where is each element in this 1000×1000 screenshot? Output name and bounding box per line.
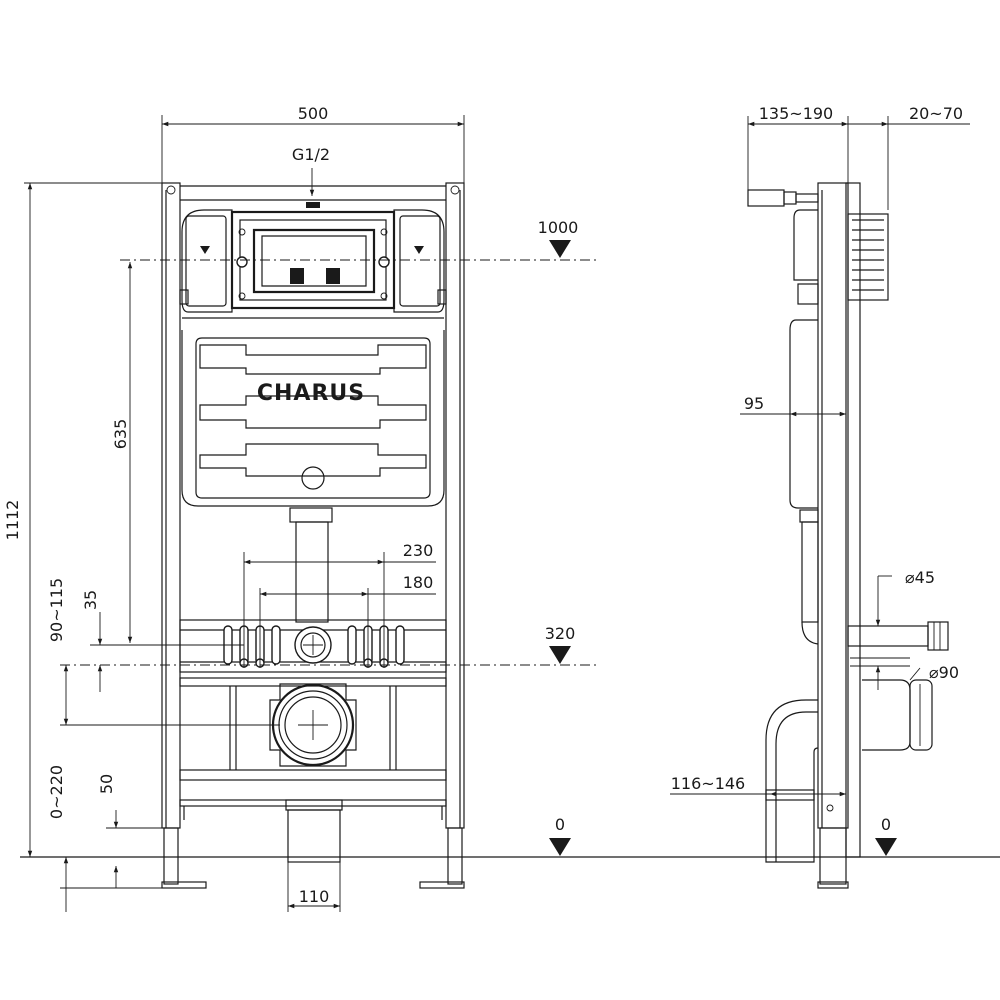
drain-pipe [287,809,341,863]
height-label: 1112 [3,500,22,541]
level-1000: 1000 [120,218,596,261]
leg-adjust-label: 0~220 [47,765,66,819]
side-inlet [747,189,819,207]
drain-elbow [765,699,834,863]
inlet-dia-label: ⌀45 [905,568,935,587]
width-label: 500 [298,104,329,123]
level-320: 320 [60,624,596,666]
cistern-tank: CHARUS [181,330,445,507]
bolt-spacing-inner-label: 180 [403,573,434,592]
wall-range-label: 20~70 [909,104,963,123]
drain-width-label: 110 [299,887,330,906]
right-leg [447,827,463,885]
left-upright [161,182,181,829]
frame [161,182,465,889]
left-foot [161,881,207,889]
outlet-pipe: ⌀90 [850,657,959,751]
side-actuator [847,213,889,301]
inlet-pipe: ⌀45 [847,568,949,651]
flush-pipe [289,507,333,623]
left-bolt-slots [223,625,281,668]
level-0-front: 0 [549,815,571,856]
level-0-side-label: 0 [881,815,891,834]
brand-logo: CHARUS [257,381,365,406]
outlet-dia-label: ⌀90 [929,663,959,682]
level-0-front-label: 0 [555,815,565,834]
right-bolt-slots [347,625,405,668]
width-dimension: 500 [161,104,465,183]
side-leg [819,827,847,885]
frame-depth-dimension: 95 [740,394,846,417]
side-tank [789,209,819,645]
side-view: 135~190 20~70 [670,104,970,889]
left-leg [163,827,179,885]
mounting-bar [179,619,447,673]
tank-outlet [301,466,325,490]
level-1000-label: 1000 [538,218,579,237]
inlet-annotation: G1/2 [292,145,330,196]
bolt-offset-label: 35 [81,590,100,610]
drain-width-dimension: 110 [287,862,341,912]
outlet-offset-dimensions: 35 90~115 [47,578,280,726]
bolt-spacing-dimensions: 230 180 [243,541,436,668]
drain-offset-dimension: 116~146 [670,774,846,797]
drain-offset-label: 116~146 [671,774,745,793]
frame-depth-label: 95 [744,394,764,413]
leg-dimensions: 0~220 50 [47,765,162,912]
inlet-label: G1/2 [292,145,330,164]
depth-dimensions: 135~190 20~70 [747,104,970,210]
leg-min-label: 50 [97,774,116,794]
level-320-label: 320 [545,624,576,643]
right-upright [445,182,465,829]
front-view: 500 G1/2 [3,104,1000,912]
level-0-side: 0 [875,815,897,856]
bolt-spacing-outer-label: 230 [403,541,434,560]
wall-plate [845,182,861,858]
depth-range-label: 135~190 [759,104,833,123]
height-dimension: 1112 [3,182,162,857]
outlet-range-label: 90~115 [47,578,66,642]
drain-assembly [179,677,447,863]
actuator-height-label: 635 [111,419,130,450]
right-foot [419,881,465,889]
actuator-height-dimension: 635 [111,262,133,643]
